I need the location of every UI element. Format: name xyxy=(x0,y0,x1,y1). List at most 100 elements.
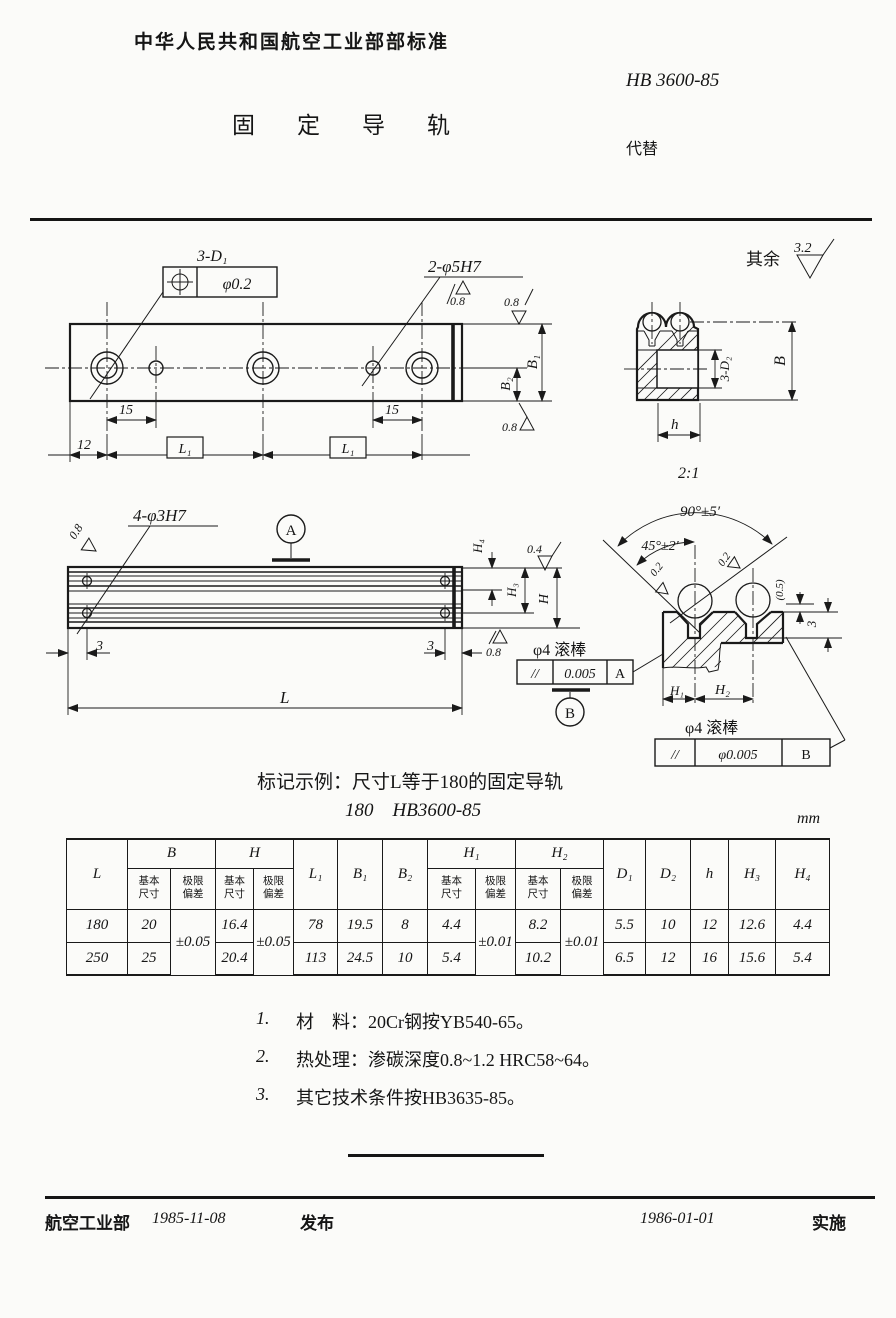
cell-H4: 4.4 xyxy=(775,908,831,943)
cell-H2b: 10.2 xyxy=(515,941,562,976)
dim-h: h xyxy=(671,417,679,433)
tolerance-value: φ0.005 xyxy=(718,748,757,763)
note-1: 1. 材 料：20Cr钢按YB540-65。 xyxy=(256,1008,534,1034)
datum-b-letter: B xyxy=(565,706,575,722)
cell-B2: 10 xyxy=(382,941,429,976)
top-view: φ0.2 3-D₁ 2-φ5H7 0.8 0.8 xyxy=(45,248,552,462)
section-divider xyxy=(348,1154,544,1157)
col-D2: D₂ xyxy=(645,838,692,910)
subcol-basic: 基本尺寸 xyxy=(215,867,255,910)
dim-3-right: 3 xyxy=(426,639,434,654)
spec-table-wrap: L B H L₁ B₁ B₂ H₁ H₂ D₁ D₂ h H₃ H₄ 基本尺寸 … xyxy=(66,838,831,976)
footer-implement-label: 实施 xyxy=(812,1214,846,1233)
header-divider xyxy=(30,218,872,221)
note-text: 材 料：20Cr钢按YB540-65。 xyxy=(296,1012,534,1032)
dim-B1: B₁ xyxy=(525,355,541,369)
note-2: 2. 热处理：渗碳深度0.8~1.2 HRC58~64。 xyxy=(256,1046,600,1072)
finish-mark-02-left: 0.2 xyxy=(648,560,669,595)
col-L1: L₁ xyxy=(293,838,339,910)
dim-05: (0.5) xyxy=(774,579,786,600)
cell-H2d: ±0.01 xyxy=(560,908,605,976)
cell-H1b: 5.4 xyxy=(427,941,477,976)
cell-h: 12 xyxy=(690,908,730,943)
subcol-dev-label: 极限偏差 xyxy=(263,876,285,900)
finish-triangle-icon xyxy=(796,254,824,280)
finish-value: 0.8 xyxy=(502,420,517,434)
finish-value: 0.2 xyxy=(716,550,734,569)
col-H4: H₄ xyxy=(775,838,831,910)
finish-mark-a: 0.8 xyxy=(446,279,471,308)
col-D1: D₁ xyxy=(603,838,647,910)
cell-Hb: 16.4 xyxy=(215,908,255,943)
col-B1: B₁ xyxy=(337,838,384,910)
col-H: H xyxy=(215,838,295,869)
cell-H1b: 4.4 xyxy=(427,908,477,943)
subcol-dev: 极限偏差 xyxy=(475,867,517,910)
dim-12: 12 xyxy=(77,438,91,453)
cell-D1: 6.5 xyxy=(603,941,647,976)
cell-H2b: 8.2 xyxy=(515,908,562,943)
finish-value: 0.8 xyxy=(504,295,519,309)
cell-L1: 113 xyxy=(293,941,339,976)
subcol-dev-label: 极限偏差 xyxy=(485,876,507,900)
dim-B: B xyxy=(772,356,789,366)
col-h: h xyxy=(690,838,730,910)
note-text: 热处理：渗碳深度0.8~1.2 HRC58~64。 xyxy=(296,1050,600,1070)
dim-L: L xyxy=(279,688,289,707)
finish-triangle-icon xyxy=(654,581,669,595)
footer-publish-date: 1985-11-08 xyxy=(152,1210,226,1227)
table-unit-label: mm xyxy=(797,810,821,827)
position-tolerance-frame: φ0.2 xyxy=(162,266,278,298)
cell-L: 250 xyxy=(66,941,128,976)
dim-15-left: 15 xyxy=(119,403,133,418)
cell-D2: 10 xyxy=(645,908,692,943)
cell-Hb: 20.4 xyxy=(215,941,255,976)
finish-triangle-icon xyxy=(519,415,535,431)
parallelism-symbol: // xyxy=(670,748,680,763)
parallelism-symbol: // xyxy=(530,667,540,682)
subcol-dev-label: 极限偏差 xyxy=(182,876,204,900)
dim-H1: H₁ xyxy=(669,683,684,698)
col-H2: H₂ xyxy=(515,838,605,869)
subcol-basic-label: 基本尺寸 xyxy=(224,876,246,900)
tolerance-value: 0.005 xyxy=(564,667,596,682)
hole-callout-4phi3h7: 4-φ3H7 xyxy=(133,506,187,525)
subcol-basic-label: 基本尺寸 xyxy=(527,876,549,900)
cell-D2: 12 xyxy=(645,941,692,976)
tolerance-note: φ4 滚棒 xyxy=(685,719,738,737)
subcol-dev-label: 极限偏差 xyxy=(571,876,593,900)
angle-45: 45°±2′ xyxy=(641,539,679,554)
spec-table: L B H L₁ B₁ B₂ H₁ H₂ D₁ D₂ h H₃ H₄ 基本尺寸 … xyxy=(66,838,831,976)
dim-15-right: 15 xyxy=(385,403,399,418)
footer-org: 航空工业部 xyxy=(45,1214,130,1233)
finish-value: 0.8 xyxy=(486,645,501,659)
cell-D1: 5.5 xyxy=(603,908,647,943)
col-H1: H₁ xyxy=(427,838,517,869)
angle-90: 90°±5′ xyxy=(680,504,721,520)
note-number: 1. xyxy=(256,1008,270,1028)
subcol-basic: 基本尺寸 xyxy=(127,867,171,910)
finish-mark-b: 0.8 xyxy=(504,288,534,326)
finish-triangle-icon xyxy=(511,310,527,326)
finish-triangle-icon xyxy=(492,628,508,644)
cell-L: 180 xyxy=(66,908,128,943)
cell-H3: 12.6 xyxy=(728,908,777,943)
dim-3-left: 3 xyxy=(95,639,103,654)
subcol-basic-label: 基本尺寸 xyxy=(138,876,160,900)
replaces-label: 代替 xyxy=(626,141,659,158)
dim-L1-boxed-left: L₁ xyxy=(178,442,192,457)
cell-Bd: ±0.05 xyxy=(169,908,217,976)
finish-value: 0.8 xyxy=(66,521,86,541)
finish-mark-02-right: 0.2 xyxy=(716,550,741,569)
finish-value: 0.8 xyxy=(450,294,465,308)
datum-reference: B xyxy=(801,748,810,763)
cell-Hd: ±0.05 xyxy=(253,908,295,976)
cell-H1d: ±0.01 xyxy=(475,908,517,976)
note-number: 3. xyxy=(256,1084,270,1104)
detail-view: 90°±5′ 45°±2′ 0.2 0.2 (0.5) xyxy=(602,504,846,749)
dim-H4: H₄ xyxy=(470,539,485,554)
finish-value: 0.2 xyxy=(648,560,666,579)
general-finish-value: 3.2 xyxy=(793,241,812,256)
col-B2: B₂ xyxy=(382,838,429,910)
